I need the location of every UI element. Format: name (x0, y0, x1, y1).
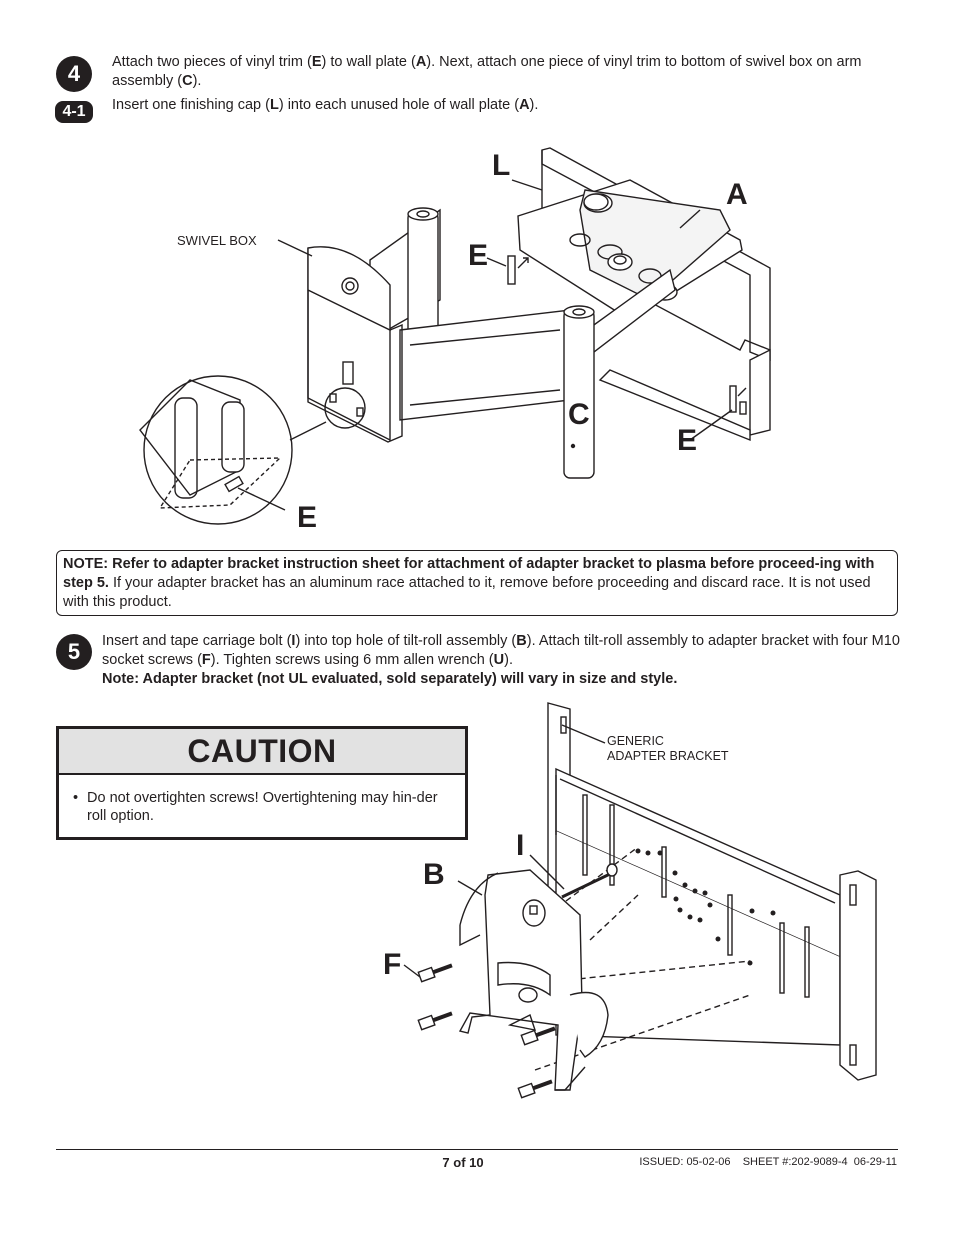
footer-rule (56, 1149, 898, 1150)
leader-generic-bracket (561, 724, 606, 744)
callout-f: F (383, 948, 402, 981)
tilt-roll-diagram (403, 702, 877, 1099)
step-5-badge: 5 (56, 634, 92, 670)
step-4-1-instruction: Insert one finishing cap (L) into each u… (112, 97, 539, 113)
callout-e-detail: E (297, 501, 318, 534)
caution-title: CAUTION (59, 729, 465, 775)
carriage-bolt (561, 863, 618, 899)
callout-i: I (516, 829, 525, 862)
callout-e-top: E (468, 239, 489, 272)
caution-text: Do not overtighten screws! Overtightenin… (87, 790, 438, 824)
issued-sheet-info: ISSUED: 05-02-06 SHEET #:202-9089-4 06-2… (639, 1156, 897, 1168)
leader-i (529, 854, 565, 890)
vinyl-trim-top (507, 255, 529, 285)
leader-a (679, 209, 701, 229)
leader-swivel-box (277, 239, 313, 257)
swivel-box-label: SWIVEL BOX (177, 233, 257, 248)
wall-plate (517, 147, 771, 442)
note-box: NOTE: Refer to adapter bracket instructi… (56, 550, 898, 616)
detail-magnifier (139, 375, 366, 525)
leader-e-top (486, 257, 507, 267)
step-4-1-badge: 4-1 (55, 101, 93, 123)
callout-c: C (568, 398, 590, 431)
page-number: 7 of 10 (442, 1155, 484, 1170)
leader-l (511, 179, 543, 191)
callout-b: B (423, 858, 445, 891)
arm-assembly (369, 207, 676, 479)
leader-e-right (689, 409, 733, 441)
adapter-bracket (547, 702, 877, 1081)
step-4-instruction: Attach two pieces of vinyl trim (E) to w… (112, 54, 862, 89)
callout-e-right: E (677, 424, 698, 457)
caution-bullet: • (73, 790, 79, 806)
callout-a: A (726, 178, 748, 211)
caution-box: CAUTION • Do not overtighten screws! Ove… (56, 726, 468, 840)
tilt-roll-assembly (458, 869, 609, 1091)
leader-b (457, 880, 483, 896)
leader-f (403, 964, 421, 978)
finishing-cap (583, 193, 609, 211)
swivel-box (307, 246, 403, 443)
alignment-lines (519, 846, 751, 1071)
leader-e-detail (237, 487, 286, 511)
arm-assembly-diagram (139, 147, 771, 525)
m10-screws (417, 963, 556, 1099)
step-5-instruction: Insert and tape carriage bolt (I) into t… (102, 633, 900, 687)
step-5-note: Note: Adapter bracket (not UL evaluated,… (102, 671, 678, 687)
callout-l: L (492, 149, 511, 182)
step-4-badge: 4 (56, 56, 92, 92)
vinyl-trim-right (729, 385, 747, 413)
caution-body: • Do not overtighten screws! Overtighten… (59, 775, 465, 825)
